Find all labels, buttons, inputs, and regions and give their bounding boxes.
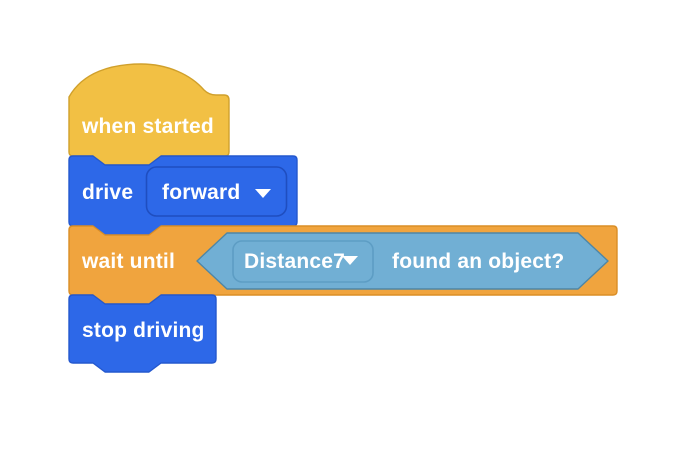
drive-label: drive [82, 181, 133, 204]
dropdown-arrow-icon [342, 256, 358, 265]
when-started-label: when started [81, 115, 214, 138]
dropdown-arrow-icon [255, 189, 271, 198]
block-stop-driving[interactable]: stop driving [68, 294, 217, 373]
block-drive[interactable]: drive forward [68, 155, 298, 236]
drive-direction-dropdown-field [145, 166, 288, 217]
boolean-found-object[interactable]: Distance7 found an object? [196, 232, 609, 290]
stop-driving-label: stop driving [82, 319, 205, 342]
drive-direction-value: forward [162, 181, 240, 204]
block-when-started[interactable]: when started [68, 63, 230, 166]
stop-driving-shape [68, 294, 217, 373]
block-wait-until[interactable]: wait until Distance7 found an object? [68, 225, 618, 305]
sensor-dropdown[interactable]: Distance7 [232, 240, 374, 283]
drive-direction-dropdown[interactable]: forward [145, 166, 288, 217]
boolean-condition-label: found an object? [392, 250, 564, 273]
wait-until-label: wait until [81, 250, 175, 273]
sensor-dropdown-field [232, 240, 374, 283]
sensor-dropdown-value: Distance7 [244, 250, 345, 273]
